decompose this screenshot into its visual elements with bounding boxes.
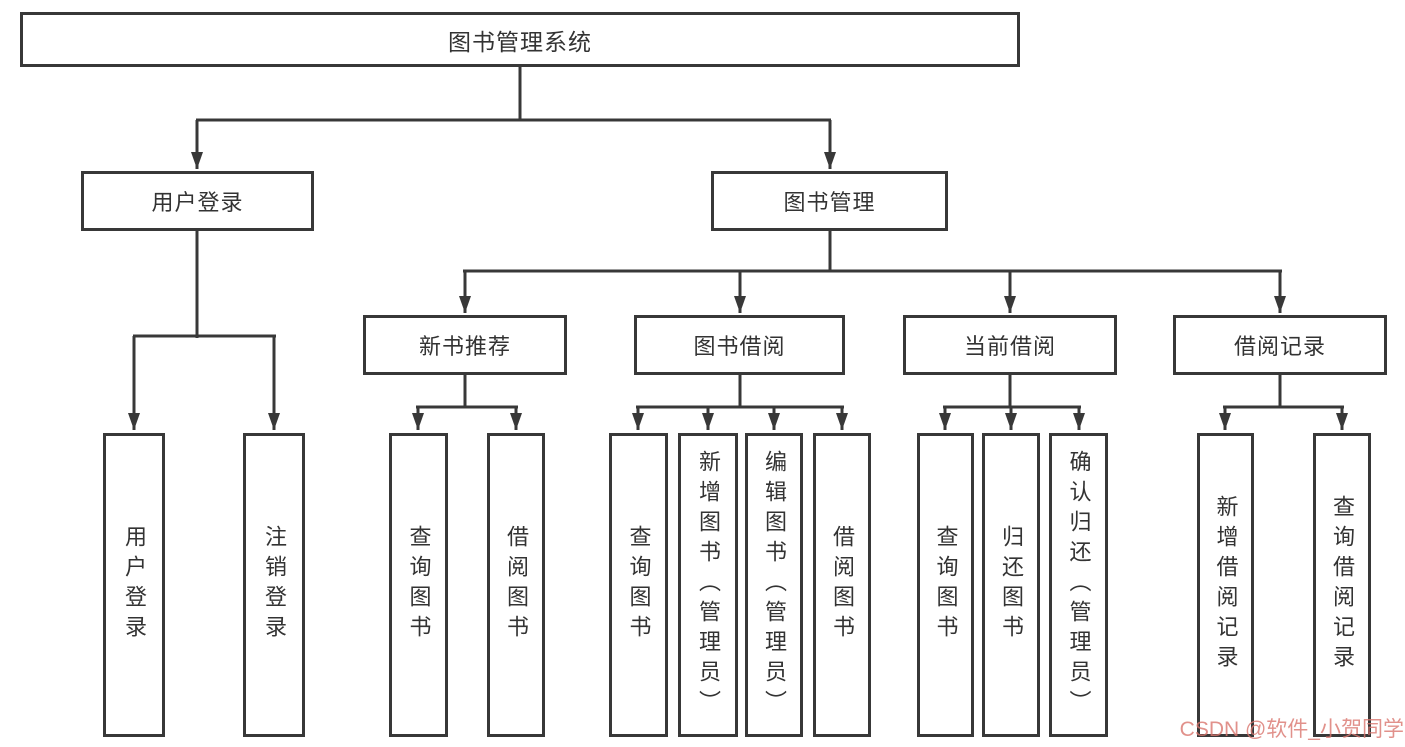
node-book-management: 图书管理 [711, 171, 948, 231]
leaf-add-book-admin: 新增图书（管理员） [678, 433, 738, 737]
leaf-edit-book-admin: 编辑图书（管理员） [745, 433, 803, 737]
edge-root-bar [196, 67, 831, 122]
leaf-user-login: 用户登录 [103, 433, 165, 737]
edge-recommend-bar [416, 375, 518, 409]
leaf-add-borrow-record: 新增借阅记录 [1197, 433, 1254, 737]
node-library-system: 图书管理系统 [20, 12, 1020, 67]
leaf-return-books: 归还图书 [982, 433, 1040, 737]
leaf-query-books-3: 查询图书 [917, 433, 974, 737]
leaf-logout: 注销登录 [243, 433, 305, 737]
node-borrow-records: 借阅记录 [1173, 315, 1387, 375]
edge-borrow-bar [636, 375, 844, 409]
node-book-borrow: 图书借阅 [634, 315, 845, 375]
leaf-query-borrow-record: 查询借阅记录 [1313, 433, 1371, 737]
node-user-login: 用户登录 [81, 171, 314, 231]
leaf-borrow-books-2: 借阅图书 [813, 433, 871, 737]
watermark: CSDN @软件_小贺同学 [1179, 718, 1404, 741]
node-current-borrow: 当前借阅 [903, 315, 1117, 375]
leaf-borrow-books-1: 借阅图书 [487, 433, 545, 737]
leaf-confirm-return-admin: 确认归还（管理员） [1049, 433, 1108, 737]
edge-current-bar [943, 375, 1081, 409]
leaf-query-books-2: 查询图书 [609, 433, 668, 737]
edge-records-bar [1223, 375, 1344, 409]
node-new-book-recommend: 新书推荐 [363, 315, 567, 375]
edge-userlogin-bar [133, 231, 276, 338]
leaf-query-books-1: 查询图书 [389, 433, 448, 737]
edge-bookmgmt-bar [463, 231, 1282, 273]
